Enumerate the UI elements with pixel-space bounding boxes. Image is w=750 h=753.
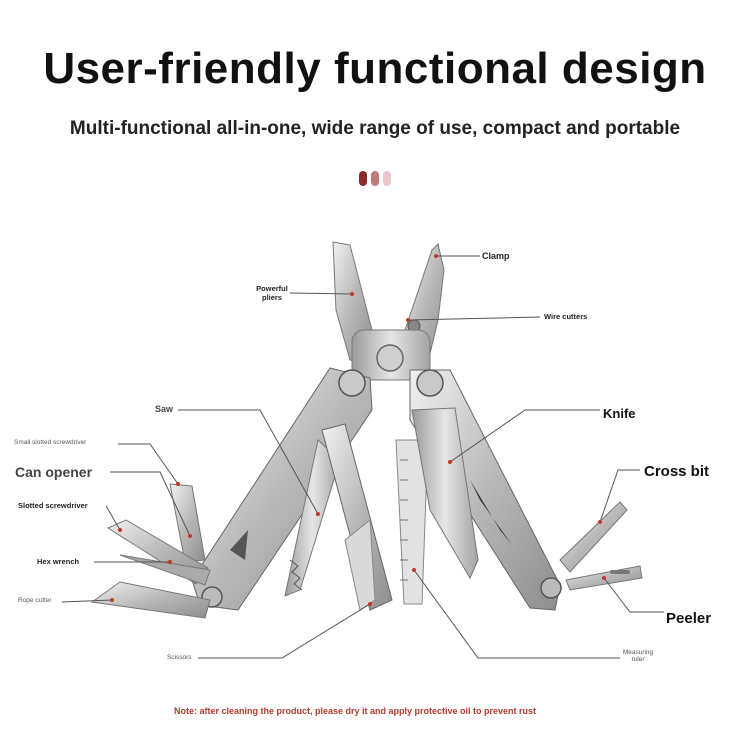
leader-lines (61, 255, 664, 659)
label-cross-bit: Cross bit (644, 463, 710, 480)
callout-markers (110, 254, 606, 606)
label-clamp: Clamp (482, 251, 510, 261)
page-subtitle: Multi-functional all-in-one, wide range … (69, 118, 681, 139)
indicator-dot-1 (359, 171, 367, 186)
label-measuring-ruler: Measuring ruler (622, 649, 654, 663)
indicator-dot-3 (383, 171, 391, 186)
page-title: User-friendly functional design (43, 44, 707, 93)
label-wire-cutters: Wire cutters (544, 312, 588, 321)
label-hex-wrench: Hex wrench (37, 557, 80, 566)
label-powerful-pliers: Powerful pliers (256, 284, 288, 302)
scissors-blade (321, 423, 393, 611)
label-knife: Knife (603, 406, 636, 421)
indicator-dots (359, 171, 391, 186)
label-small-slotted-screwdriver: Small slotted screwdriver (14, 439, 87, 446)
screwdriver-tools (90, 483, 211, 619)
label-saw: Saw (155, 404, 174, 414)
label-rope-cutter: Rope cutter (18, 597, 52, 604)
ruler (395, 439, 429, 605)
indicator-dot-2 (371, 171, 379, 186)
label-can-opener: Can opener (15, 464, 93, 480)
label-scissors: Scissors (167, 654, 192, 661)
label-slotted-screwdriver: Slotted screwdriver (18, 501, 88, 510)
cross-bit-tool (559, 501, 628, 573)
care-note: Note: after cleaning the product, please… (173, 706, 537, 716)
pliers-jaws (332, 241, 445, 381)
label-peeler: Peeler (666, 610, 712, 627)
knife-blade (411, 407, 479, 580)
